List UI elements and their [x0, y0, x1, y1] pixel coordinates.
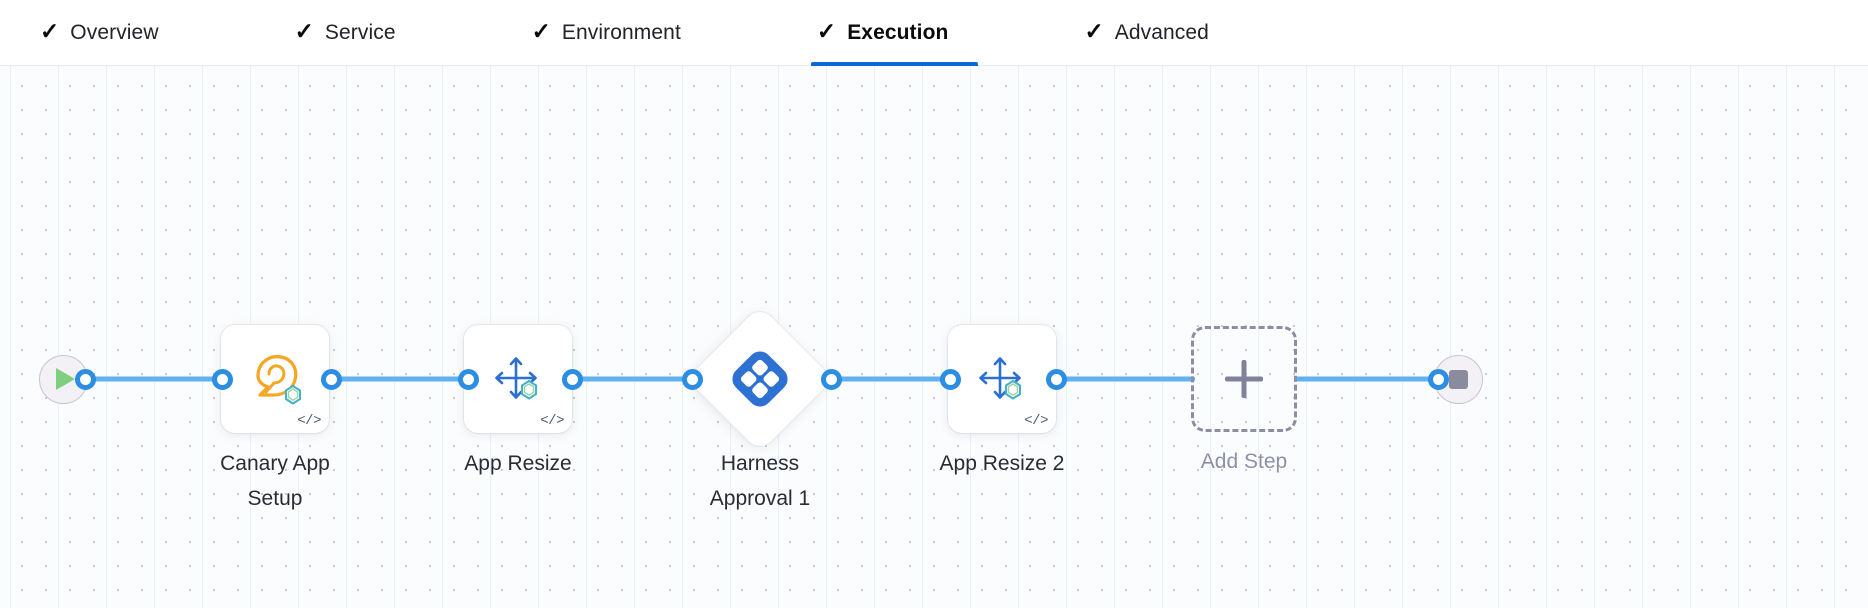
check-icon: ✓	[40, 18, 60, 44]
connector-dot-resize-in[interactable]	[457, 368, 479, 390]
check-icon: ✓	[1084, 18, 1104, 44]
connector-dot-start-out[interactable]	[74, 368, 96, 390]
connector-start-to-canary	[84, 376, 228, 382]
inline-code-icon[interactable]: </>	[297, 413, 321, 429]
tab-environment[interactable]: ✓ Environment	[526, 0, 711, 66]
connector-dot-approval-out[interactable]	[820, 368, 842, 390]
tab-label: Advanced	[1114, 20, 1209, 44]
plus-icon-bar	[1225, 376, 1263, 382]
add-step-node[interactable]	[1191, 326, 1297, 432]
add-step-label: Add Step	[1200, 450, 1288, 473]
connector-resize-to-approval	[572, 376, 692, 382]
tab-execution[interactable]: ✓ Execution	[810, 0, 979, 66]
step-label-canary-app-setup: Canary App Setup	[220, 452, 330, 510]
connector-dot-canary-out[interactable]	[320, 368, 342, 390]
check-icon: ✓	[294, 18, 314, 44]
step-node-app-resize-2[interactable]: </>	[948, 325, 1056, 433]
pipeline-tab-bar: ✓ Overview ✓ Service ✓ Environment ✓ Exe…	[0, 0, 1868, 66]
tab-label: Service	[324, 20, 396, 44]
harness-logo-icon	[708, 327, 812, 431]
connector-dot-canary-in[interactable]	[211, 368, 233, 390]
step-node-app-resize[interactable]: </>	[464, 325, 572, 433]
connector-addstep-to-end	[1296, 376, 1440, 382]
step-node-harness-approval-1[interactable]	[686, 305, 834, 453]
connector-dot-approval-in[interactable]	[681, 368, 703, 390]
connector-canary-to-resize	[330, 376, 470, 382]
connector-dot-resize-out[interactable]	[561, 368, 583, 390]
inline-code-icon[interactable]: </>	[1024, 413, 1048, 429]
resize-arrows-icon	[464, 325, 572, 433]
step-node-canary-app-setup[interactable]: </>	[221, 325, 329, 433]
pipeline-canvas[interactable]: </> Canary App Setup	[0, 66, 1868, 608]
check-icon: ✓	[816, 18, 837, 44]
check-icon: ✓	[531, 18, 551, 44]
tab-label: Overview	[70, 20, 159, 44]
step-label-app-resize-2: App Resize 2	[939, 452, 1065, 475]
tab-advanced[interactable]: ✓ Advanced	[1078, 0, 1238, 66]
connector-dot-resize2-in[interactable]	[939, 368, 961, 390]
tab-overview[interactable]: ✓ Overview	[34, 0, 189, 66]
resize-arrows-icon	[948, 325, 1056, 433]
execution-flow-graph: </> Canary App Setup	[0, 66, 1868, 608]
tas-bird-icon	[221, 325, 329, 433]
connector-resize2-to-addstep	[1055, 376, 1195, 382]
tab-service[interactable]: ✓ Service	[289, 0, 426, 66]
step-label-harness-approval-1: Harness Approval 1	[709, 452, 811, 510]
tab-label: Execution	[847, 20, 949, 44]
stop-icon	[1448, 369, 1468, 389]
connector-approval-to-resize2	[830, 376, 950, 382]
tab-label: Environment	[561, 20, 681, 44]
inline-code-icon[interactable]: </>	[540, 413, 564, 429]
connector-dot-end-in[interactable]	[1427, 368, 1449, 390]
step-label-app-resize: App Resize	[464, 452, 572, 475]
connector-dot-resize2-out[interactable]	[1045, 368, 1067, 390]
play-icon	[56, 368, 75, 390]
